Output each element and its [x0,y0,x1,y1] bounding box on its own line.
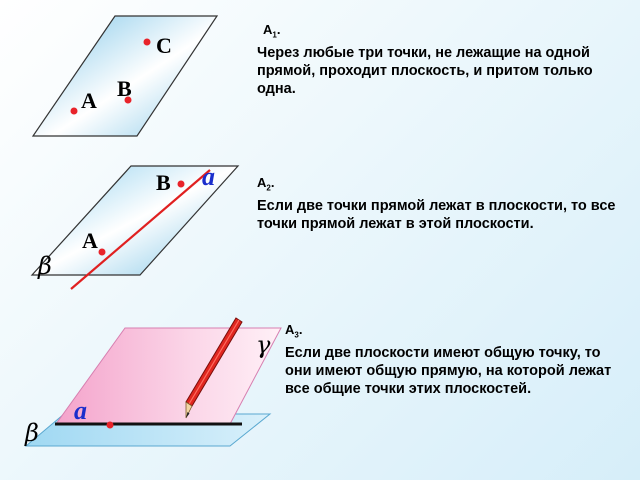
axiom-1: A1. Через любые три точки, не лежащие на… [257,22,627,98]
point-b2 [177,180,185,188]
plane-2 [30,165,240,276]
point-b2-label: B [156,170,171,195]
point-c [143,38,151,46]
line-a-label: a [202,162,215,191]
axiom-2: A2. Если две точки прямой лежат в плоско… [257,175,627,233]
axiom-1-text: Через любые три точки, не лежащие на одн… [257,44,593,97]
point-a-label: A [81,88,97,113]
axiom-2-text: Если две точки прямой лежат в плоскости,… [257,197,616,232]
plane-1 [31,15,219,137]
pencil-icon [185,317,243,419]
plane-beta-label: β [37,252,52,280]
axiom-2-label: A2. [257,175,275,193]
point-a2 [98,248,106,256]
plane-gamma [55,327,282,425]
axiom-3-text: Если две плоскости имеют общую точку, то… [285,344,612,397]
point-c-label: C [156,33,172,58]
figure-2: B A a β [30,162,240,290]
common-point [106,421,114,429]
point-b [124,96,132,104]
point-a [70,107,78,115]
figure-3: γ β a [24,317,282,447]
axiom-1-label: A1. [263,22,281,40]
line-a3-label: a [74,396,87,425]
plane-beta2-label: β [24,419,39,447]
axiom-3: A3. Если две плоскости имеют общую точку… [285,322,630,398]
plane-gamma-label: γ [256,331,271,359]
figure-1: C B A [31,15,219,137]
line-a [70,169,211,290]
axiom-3-label: A3. [285,322,303,340]
point-a2-label: A [82,228,98,253]
point-b-label: B [117,76,132,101]
